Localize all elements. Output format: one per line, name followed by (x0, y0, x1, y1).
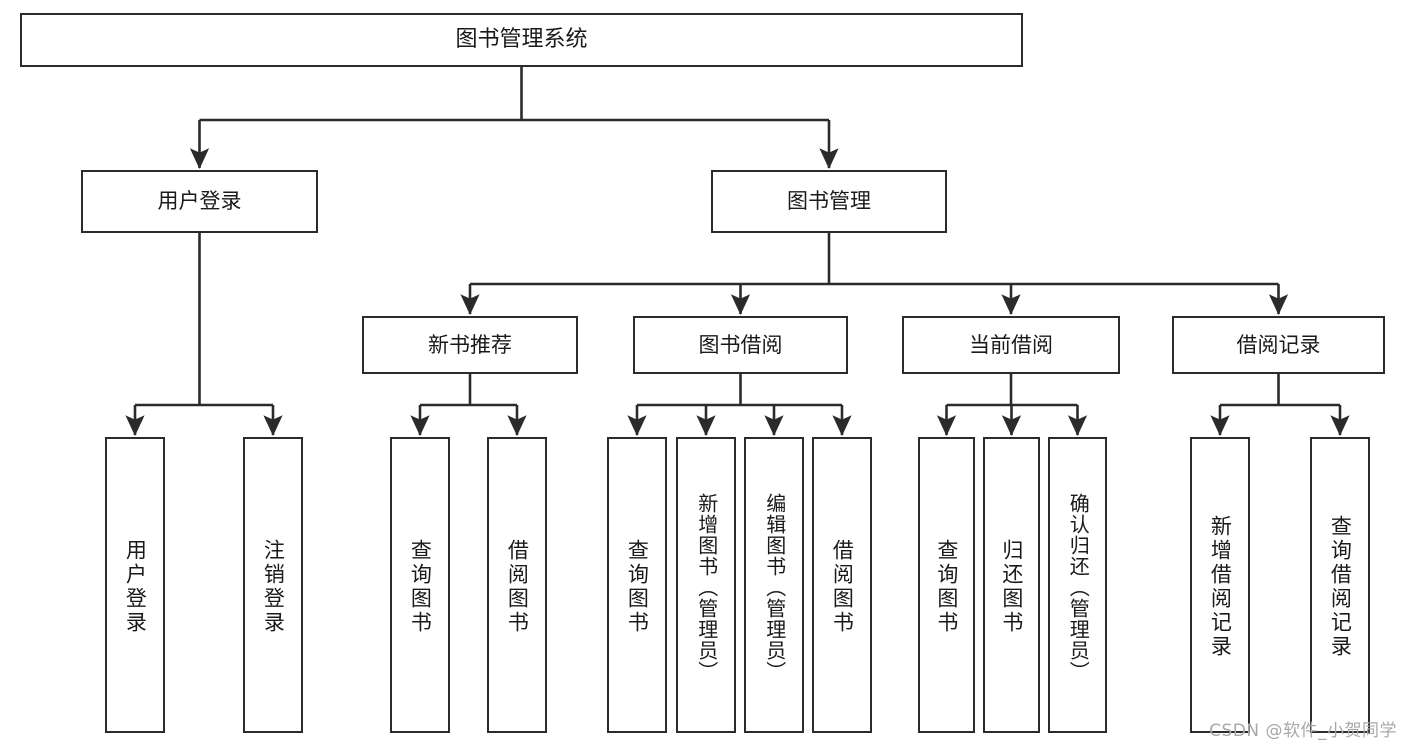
node-label-user-login: 用户登录 (157, 189, 242, 213)
node-label-leaf-user-login: 用户登录 (123, 539, 148, 635)
node-leaf-logout[interactable]: 注销登录 (243, 437, 303, 733)
node-label-book-borrow: 图书借阅 (698, 332, 783, 357)
node-label-leaf-add-record: 新增借阅记录 (1208, 515, 1233, 659)
node-label-leaf-edit-book: 编辑图书（管理员） (762, 492, 787, 682)
node-label-leaf-borrow-book-rec: 借阅图书 (505, 539, 530, 635)
node-book-borrow[interactable]: 图书借阅 (633, 316, 848, 374)
node-label-borrow-record: 借阅记录 (1236, 332, 1321, 357)
node-label-leaf-query-record: 查询借阅记录 (1328, 515, 1353, 659)
node-leaf-query-book-cur[interactable]: 查询图书 (918, 437, 975, 733)
node-label-leaf-logout: 注销登录 (261, 539, 286, 635)
node-label-leaf-add-book: 新增图书（管理员） (694, 492, 719, 682)
node-root[interactable]: 图书管理系统 (20, 13, 1023, 67)
edge-path-group (125, 67, 1350, 437)
node-label-new-book-rec: 新书推荐 (428, 332, 512, 357)
node-leaf-edit-book[interactable]: 编辑图书（管理员） (744, 437, 804, 733)
node-book-manage[interactable]: 图书管理 (711, 170, 947, 233)
node-leaf-query-record[interactable]: 查询借阅记录 (1310, 437, 1370, 733)
node-label-leaf-query-book-cur: 查询图书 (934, 539, 959, 635)
node-label-leaf-confirm-return: 确认归还（管理员） (1066, 492, 1091, 682)
node-current-borrow[interactable]: 当前借阅 (902, 316, 1120, 374)
node-leaf-borrow-book-rec[interactable]: 借阅图书 (487, 437, 547, 733)
node-label-leaf-return-book: 归还图书 (999, 539, 1024, 635)
node-leaf-confirm-return[interactable]: 确认归还（管理员） (1048, 437, 1107, 733)
node-leaf-user-login[interactable]: 用户登录 (105, 437, 165, 733)
node-leaf-query-book[interactable]: 查询图书 (607, 437, 667, 733)
node-leaf-add-record[interactable]: 新增借阅记录 (1190, 437, 1250, 733)
node-label-current-borrow: 当前借阅 (969, 332, 1053, 357)
node-label-leaf-borrow-book: 借阅图书 (830, 539, 855, 635)
node-label-leaf-query-book: 查询图书 (625, 539, 650, 635)
node-borrow-record[interactable]: 借阅记录 (1172, 316, 1385, 374)
node-leaf-query-book-rec[interactable]: 查询图书 (390, 437, 450, 733)
node-label-root: 图书管理系统 (455, 27, 588, 52)
node-leaf-borrow-book[interactable]: 借阅图书 (812, 437, 872, 733)
node-new-book-rec[interactable]: 新书推荐 (362, 316, 578, 374)
node-user-login[interactable]: 用户登录 (81, 170, 318, 233)
node-leaf-add-book[interactable]: 新增图书（管理员） (676, 437, 736, 733)
node-label-leaf-query-book-rec: 查询图书 (408, 539, 433, 635)
node-leaf-return-book[interactable]: 归还图书 (983, 437, 1040, 733)
node-label-book-manage: 图书管理 (787, 189, 871, 213)
